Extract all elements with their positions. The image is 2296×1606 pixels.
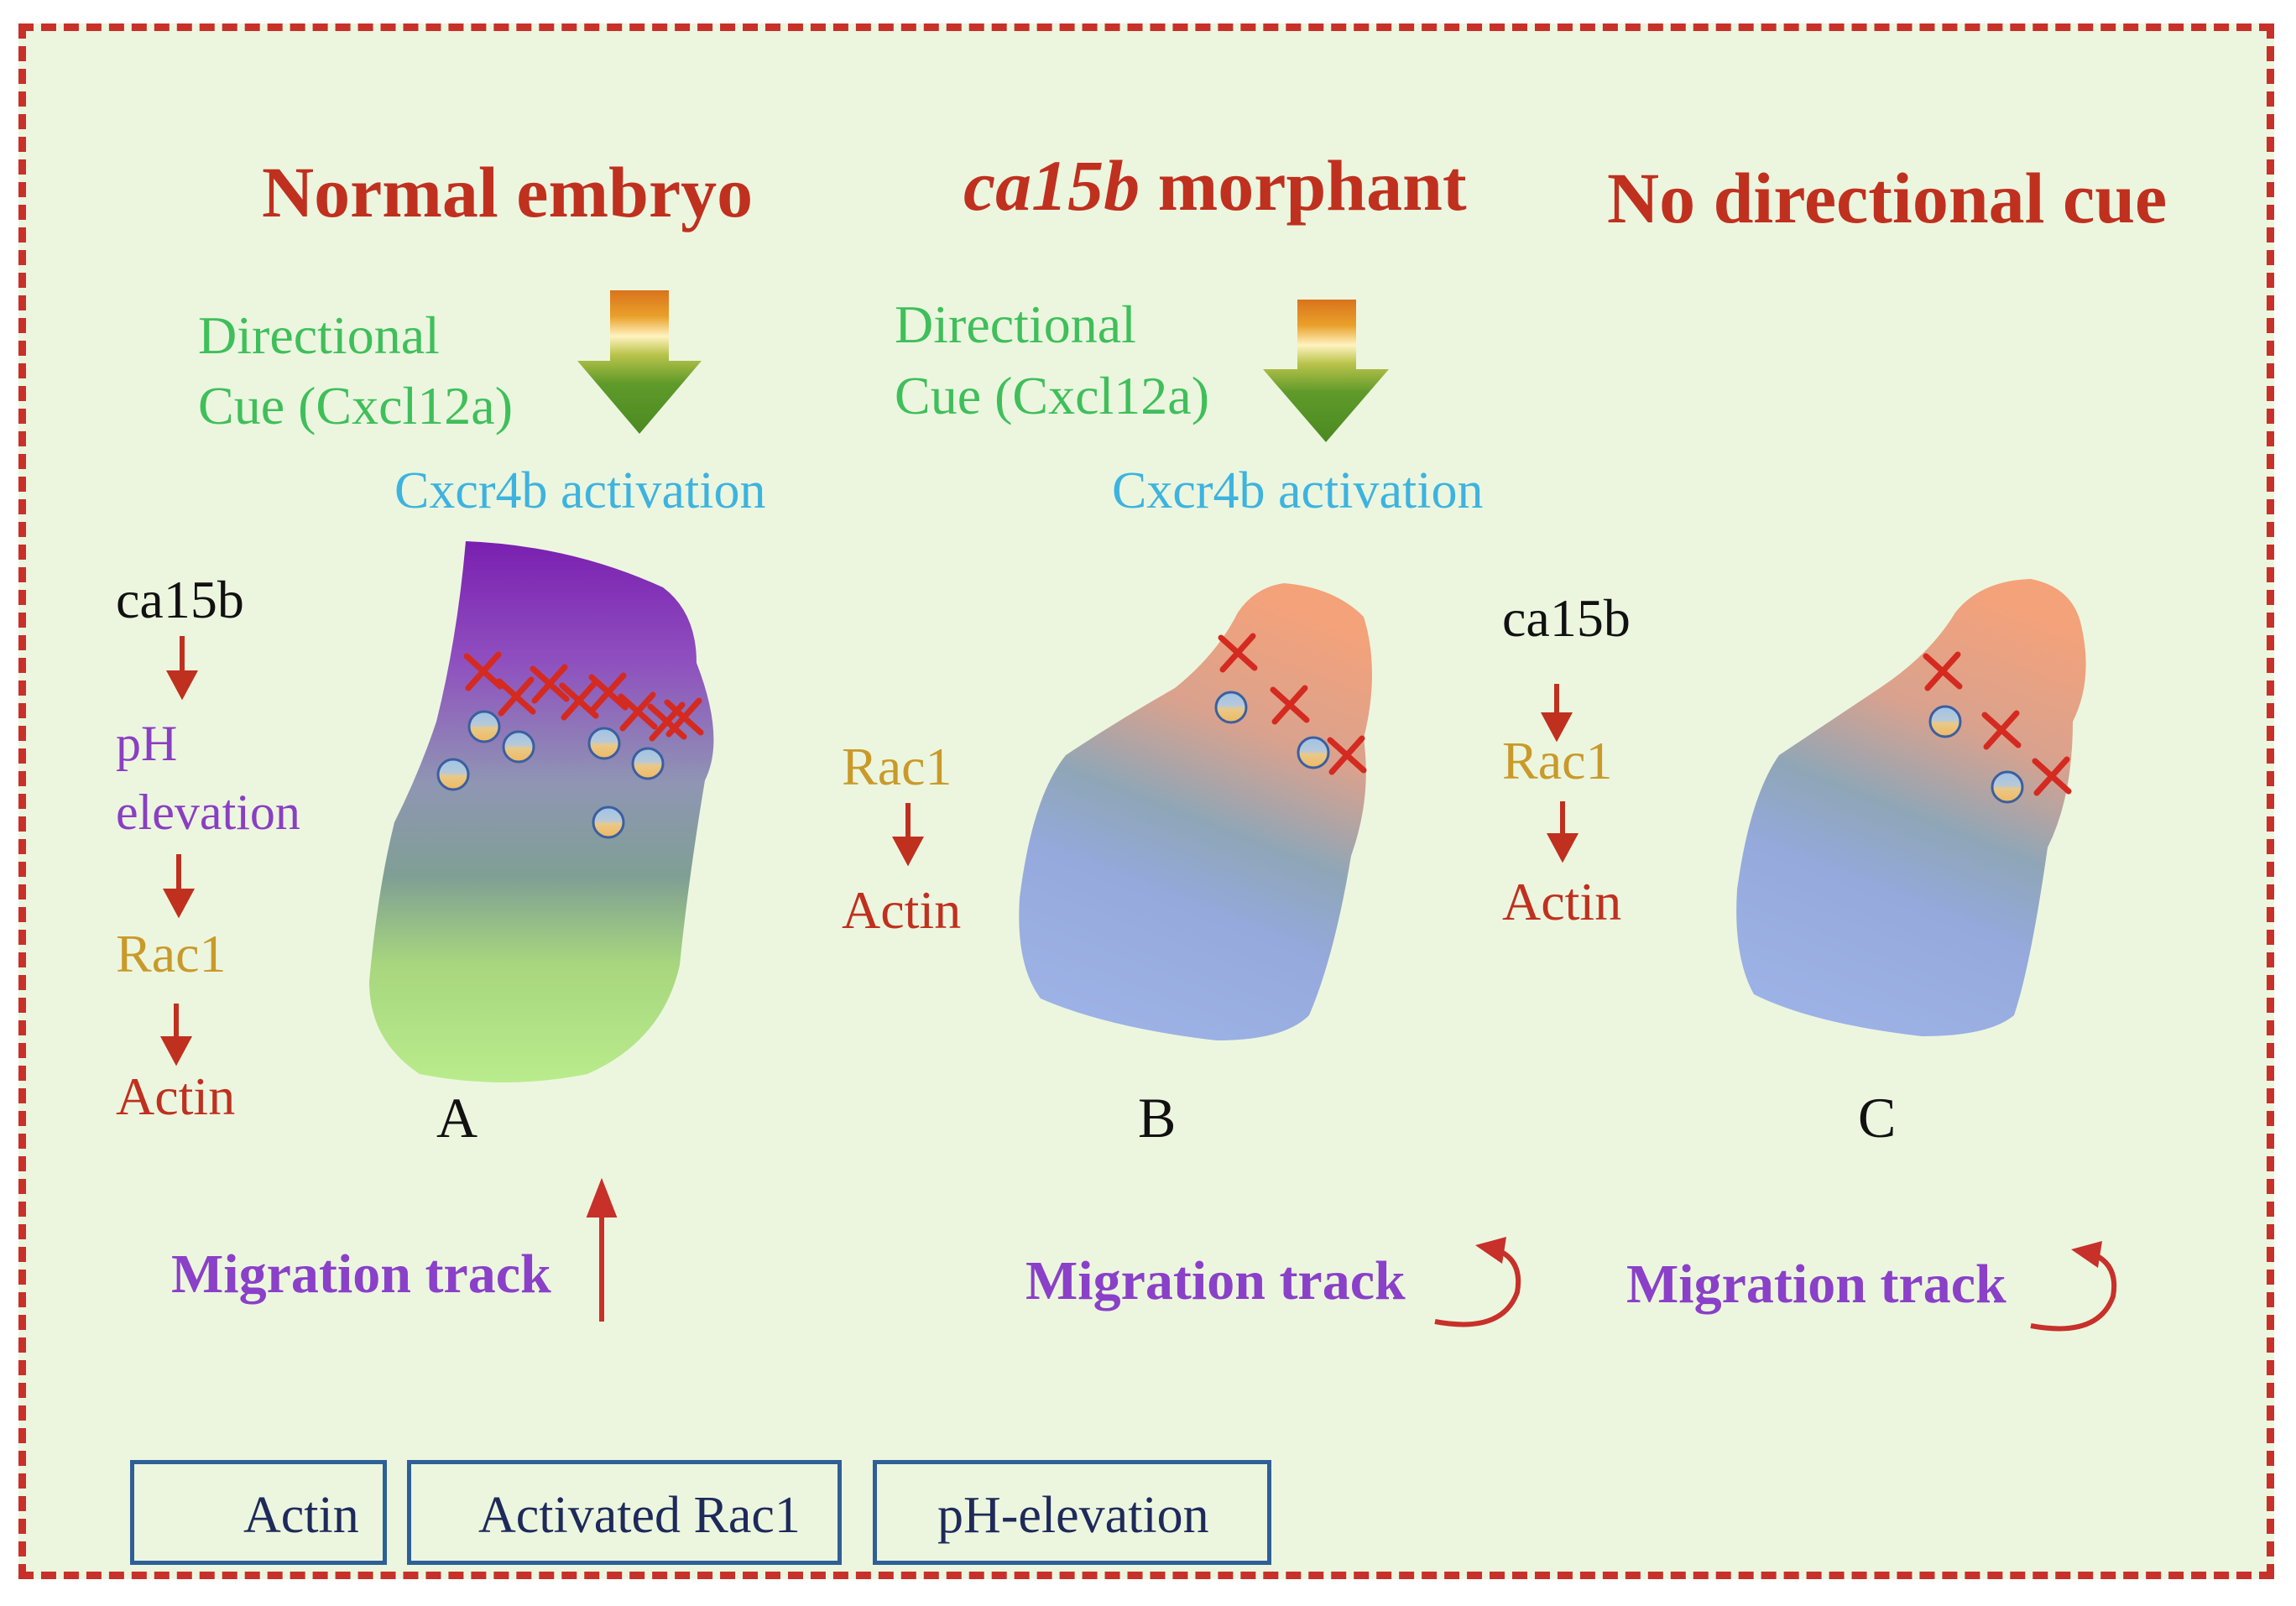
pathway-c-arrows <box>1540 684 1579 863</box>
cue-b-line1: Directional <box>895 295 1136 354</box>
activation-a: Cxcr4b activation <box>394 462 766 519</box>
actin-mark <box>559 680 599 721</box>
cue-arrow-b <box>1263 300 1389 442</box>
pathway-c-gene: ca15b <box>1502 588 1631 648</box>
activated-rac1-dot <box>631 747 665 780</box>
cell-b-shape <box>1019 583 1372 1040</box>
activated-rac1-dot <box>592 806 625 839</box>
migration-arrow-curved-c <box>2030 1241 2117 1332</box>
activated-rac1-dot <box>436 758 470 791</box>
actin-mark <box>647 701 687 742</box>
actin-mark <box>1981 710 2022 750</box>
pathway-a-gene: ca15b <box>116 570 244 629</box>
title-no-cue: No directional cue <box>1607 158 2168 238</box>
legend-actin-label: Actin <box>243 1487 359 1544</box>
cue-arrow-a <box>577 290 702 434</box>
activated-rac1-dot <box>502 730 535 764</box>
title-morphant-gene: ca15b <box>963 145 1140 226</box>
cue-b-line2: Cue (Cxcl12a) <box>895 366 1209 425</box>
actin-mark <box>496 676 536 717</box>
title-morphant: ca15b morphant <box>963 149 1467 222</box>
actin-mark <box>1923 651 1963 691</box>
legend-ph-label: pH-elevation <box>937 1487 1209 1544</box>
panel-label-b: B <box>1138 1086 1177 1150</box>
cue-a-line1: Directional <box>198 305 440 365</box>
actin-mark <box>618 691 658 732</box>
panel-label-a: A <box>436 1086 478 1150</box>
pathway-a-ph-line2: elevation <box>116 785 300 840</box>
actin-mark <box>1327 735 1367 775</box>
title-normal-embryo: Normal embryo <box>262 152 754 232</box>
activated-rac1-dot <box>1297 736 1330 769</box>
legend-rac-label: Activated Rac1 <box>478 1487 801 1544</box>
legend-actin: Actin <box>130 1460 387 1565</box>
actin-mark <box>463 651 504 691</box>
cue-a-line2: Cue (Cxcl12a) <box>198 376 513 435</box>
actin-mark <box>664 697 704 738</box>
actin-mark <box>530 664 570 704</box>
migration-label-a: Migration track <box>171 1244 551 1305</box>
pathway-a-rac: Rac1 <box>116 924 227 983</box>
activated-rac1-dot <box>1214 691 1248 724</box>
activation-b: Cxcr4b activation <box>1112 462 1484 519</box>
cell-a-shape <box>369 541 714 1082</box>
actin-mark <box>2032 756 2072 796</box>
activated-rac1-dot <box>1991 770 2024 804</box>
pathway-c-actin: Actin <box>1502 872 1622 931</box>
title-morphant-label: morphant <box>1140 145 1467 226</box>
pathway-b-rac: Rac1 <box>842 737 952 796</box>
activated-rac1-dot <box>1928 705 1962 738</box>
cell-c-shape <box>1736 579 2086 1036</box>
actin-mark <box>1218 633 1258 673</box>
pathway-c-rac: Rac1 <box>1502 731 1613 790</box>
activated-rac1-dot <box>587 727 621 760</box>
migration-arrow-curved-b <box>1434 1237 1521 1327</box>
pathway-b-arrows <box>891 803 925 867</box>
pathway-a-actin: Actin <box>116 1066 236 1126</box>
actin-mark <box>1270 685 1310 725</box>
legend-rac: Activated Rac1 <box>407 1460 842 1565</box>
migration-label-b: Migration track <box>1025 1250 1406 1311</box>
migration-label-c: Migration track <box>1626 1254 2006 1315</box>
panel-label-c: C <box>1858 1086 1897 1150</box>
migration-arrow-straight <box>586 1177 618 1322</box>
pathway-b-actin: Actin <box>842 880 962 940</box>
pathway-a-ph-line1: pH <box>116 716 178 771</box>
pathway-a-arrows <box>159 636 199 1066</box>
activated-rac1-dot <box>467 710 501 743</box>
legend-ph: pH-elevation <box>873 1460 1271 1565</box>
actin-mark <box>588 672 629 712</box>
